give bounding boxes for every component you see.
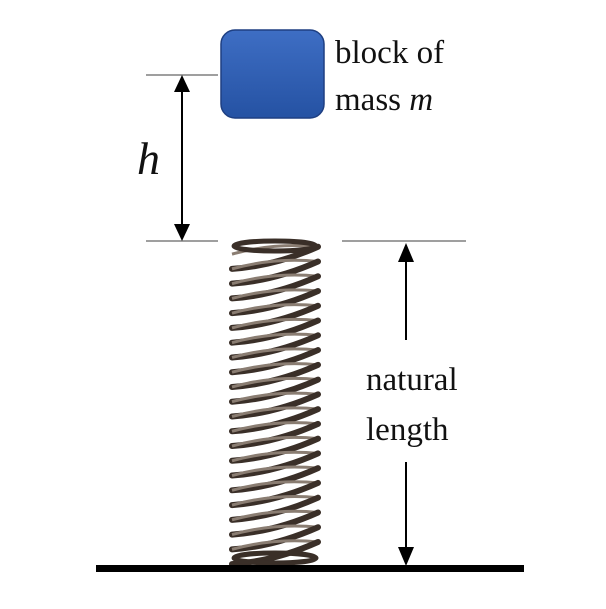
mass-block <box>220 29 325 119</box>
spring-coil-back <box>231 391 319 404</box>
spring-coil-back <box>231 494 319 507</box>
spring-coil-back <box>231 376 319 389</box>
spring-coil-back <box>231 362 319 374</box>
spring-coil-back <box>231 480 319 492</box>
spring-coil-back <box>231 317 319 330</box>
spring-coil-back <box>231 509 319 522</box>
height-arrow <box>174 75 190 241</box>
spring-coil-back <box>231 539 319 551</box>
spring-label-line2: length <box>366 412 449 448</box>
spring-coil-back <box>231 258 319 271</box>
block-label-mass-text: mass <box>335 82 410 118</box>
spring-coil-back <box>231 450 319 463</box>
spring-coil-back <box>231 288 319 300</box>
block-label-line2: mass m <box>335 80 433 120</box>
spring-coil-back <box>231 406 319 418</box>
spring-coil-back <box>231 465 319 477</box>
spring-coil-back <box>231 273 319 286</box>
spring-top-ring <box>231 238 319 254</box>
spring-coil-back <box>231 421 319 433</box>
height-symbol-label: h <box>137 133 160 184</box>
spring-label-line1: natural <box>366 362 458 398</box>
natural-length-arrow <box>398 243 414 566</box>
ground-line <box>96 565 524 572</box>
spring-coil-back <box>231 435 319 448</box>
spring-coil-back <box>231 332 319 345</box>
spring <box>229 238 321 568</box>
spring-coil-back <box>231 347 319 359</box>
spring-coil-back <box>231 303 319 315</box>
spring-coil-back <box>231 244 319 256</box>
spring-bottom-ring <box>231 550 319 566</box>
block-label-line1: block of <box>335 35 445 71</box>
spring-coil-front <box>229 538 321 568</box>
spring-coil-back <box>231 524 319 537</box>
block-label-mass-symbol: m <box>409 82 434 118</box>
